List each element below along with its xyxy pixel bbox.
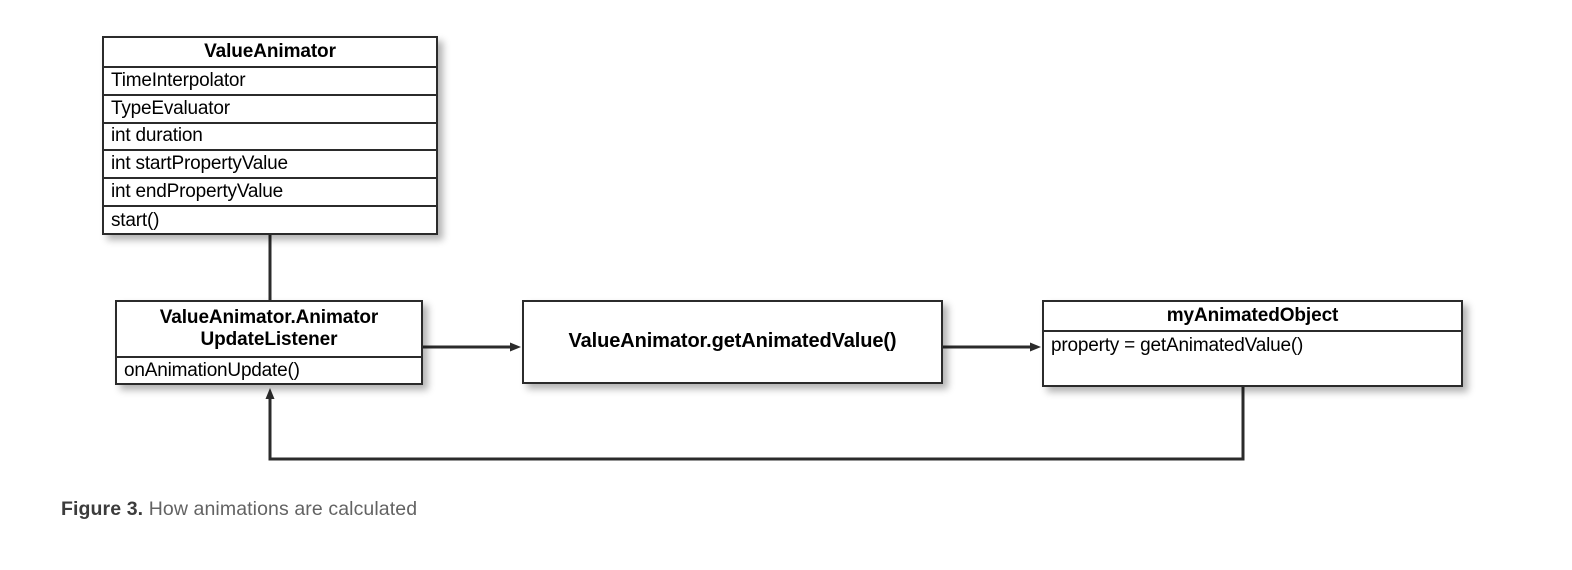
class-attribute-time-interpolator: TimeInterpolator [104,68,436,96]
class-box-my-animated-object[interactable]: myAnimatedObject property = getAnimatedV… [1042,300,1463,387]
class-title-update-listener-line1: ValueAnimator.Animator [159,306,379,328]
figure-caption-text: How animations are calculated [148,498,418,520]
class-box-update-listener[interactable]: ValueAnimator.Animator UpdateListener on… [115,300,423,385]
class-attribute-property-assignment: property = getAnimatedValue() [1051,335,1304,356]
class-title-my-animated-object: myAnimatedObject [1044,302,1461,332]
class-method-start: start() [111,209,160,231]
class-title-update-listener-line2: UpdateListener [200,329,338,350]
class-method-on-animation-update: onAnimationUpdate() [124,359,300,381]
figure-caption: Figure 3. How animations are calculated [61,498,417,521]
class-box-value-animator[interactable]: ValueAnimator TimeInterpolator TypeEvalu… [102,36,438,235]
class-attribute-start-property-value: int startPropertyValue [104,151,436,180]
figure-caption-label: Figure 3. [61,498,144,520]
class-box-get-animated-value[interactable]: ValueAnimator.getAnimatedValue() [522,300,943,384]
class-attribute-type-evaluator: TypeEvaluator [104,96,436,124]
class-title-get-animated-value-text: ValueAnimator.getAnimatedValue() [568,330,897,353]
connector-object-to-listener-feedback [265,387,1245,461]
class-attribute-duration: int duration [104,124,436,152]
class-title-update-listener: ValueAnimator.Animator UpdateListener [117,302,421,358]
class-title-value-animator: ValueAnimator [104,38,436,68]
class-title-get-animated-value: ValueAnimator.getAnimatedValue() [524,302,941,382]
class-attribute-end-property-value: int endPropertyValue [104,179,436,207]
